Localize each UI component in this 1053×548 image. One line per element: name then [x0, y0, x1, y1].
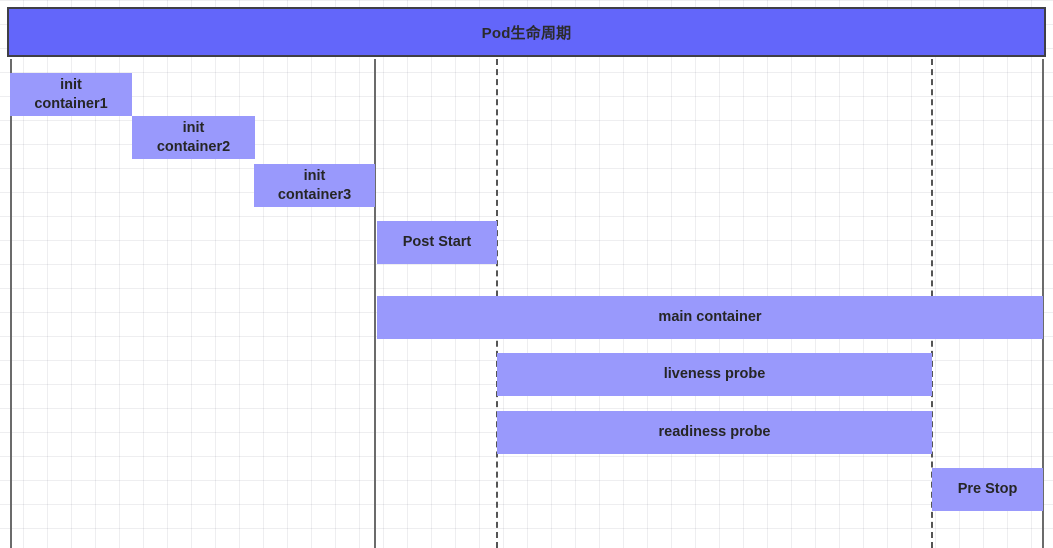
- bar-init-container-1[interactable]: init container1: [10, 73, 132, 116]
- bar-pre-stop[interactable]: Pre Stop: [932, 468, 1043, 511]
- timeline-end-line: [1042, 59, 1044, 548]
- timeline-start-line: [10, 59, 12, 548]
- bar-label-main-container: main container: [658, 309, 762, 326]
- bar-readiness-probe[interactable]: readiness probe: [497, 411, 932, 454]
- init-containers-end-line: [374, 59, 376, 548]
- bar-label-init-container-1: init container1: [34, 77, 108, 112]
- bar-label-liveness-probe: liveness probe: [663, 366, 766, 383]
- diagram-title-bar: Pod生命周期: [7, 7, 1046, 57]
- bar-init-container-3[interactable]: init container3: [254, 164, 375, 207]
- bar-liveness-probe[interactable]: liveness probe: [497, 353, 932, 396]
- page-title: Pod生命周期: [481, 24, 572, 42]
- bar-label-post-start: Post Start: [402, 234, 472, 251]
- bar-post-start[interactable]: Post Start: [377, 221, 497, 264]
- bar-label-pre-stop: Pre Stop: [957, 481, 1018, 498]
- bar-label-readiness-probe: readiness probe: [658, 424, 771, 441]
- bar-label-init-container-2: init container2: [156, 120, 231, 155]
- bar-main-container[interactable]: main container: [377, 296, 1043, 339]
- bar-label-init-container-3: init container3: [277, 168, 352, 203]
- bar-init-container-2[interactable]: init container2: [132, 116, 255, 159]
